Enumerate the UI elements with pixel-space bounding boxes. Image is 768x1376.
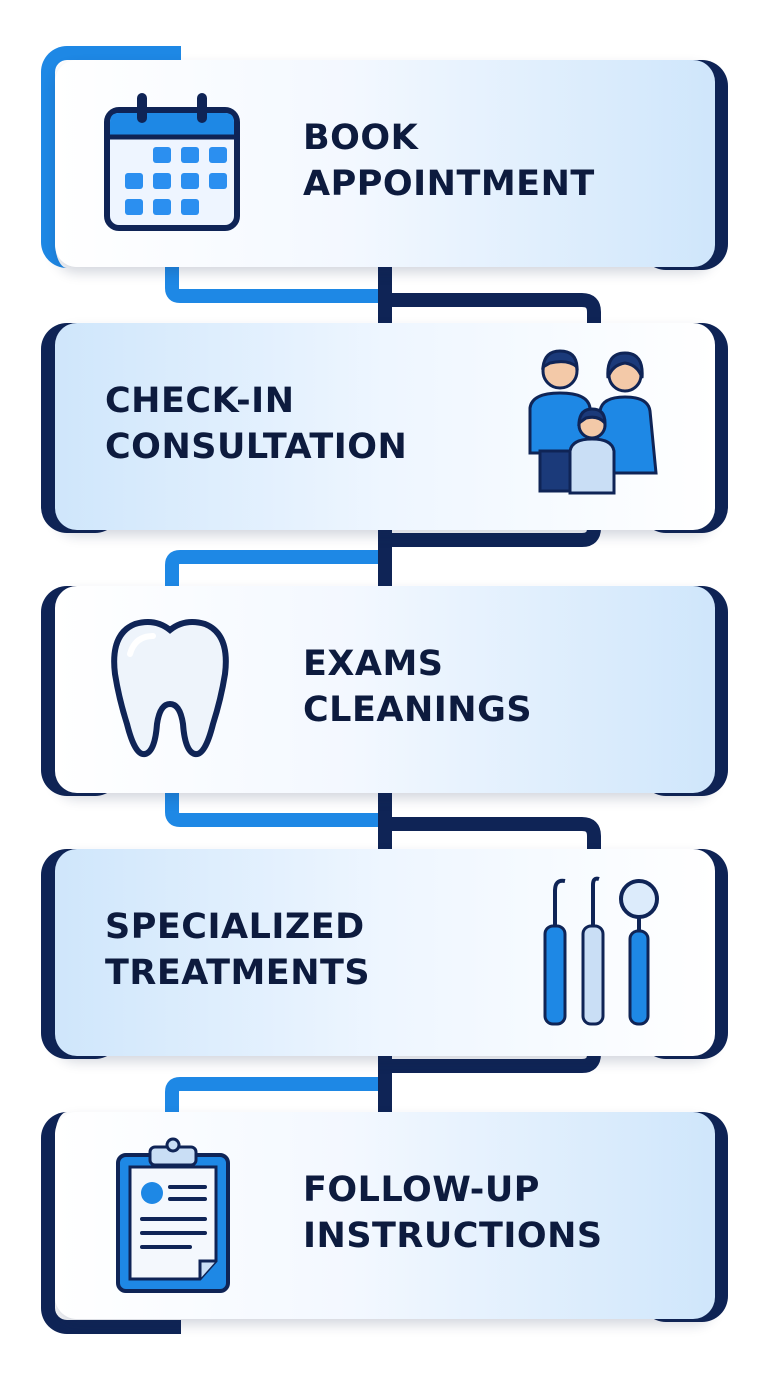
title-line-1: SPECIALIZED (105, 907, 365, 947)
title-line-2: TREATMENTS (105, 953, 371, 993)
calendar-icon (104, 93, 240, 231)
tooth-icon (111, 619, 229, 758)
step-card-book-appointment: BOOK APPOINTMENT (55, 60, 715, 267)
title-line-2: CONSULTATION (105, 427, 408, 467)
title-line-2: INSTRUCTIONS (303, 1216, 603, 1256)
title-line-1: FOLLOW-UP (303, 1170, 540, 1210)
dental-tools-icon (543, 876, 659, 1026)
step-card-follow-up-instructions: FOLLOW-UP INSTRUCTIONS (55, 1112, 715, 1319)
step-title: EXAMS CLEANINGS (303, 641, 532, 733)
step-title: SPECIALIZED TREATMENTS (105, 904, 370, 996)
connector-3-4 (165, 787, 601, 856)
connector-2-3 (165, 520, 601, 595)
title-line-2: APPOINTMENT (303, 164, 595, 204)
title-line-1: CHECK-IN (105, 381, 295, 421)
title-line-1: BOOK (303, 118, 419, 158)
connector-4-5 (165, 1046, 601, 1120)
step-card-check-in-consultation: CHECK-IN CONSULTATION (55, 323, 715, 530)
clipboard-icon (116, 1137, 230, 1293)
step-title: CHECK-IN CONSULTATION (105, 378, 407, 470)
frame-left-1 (41, 46, 181, 268)
family-icon (528, 349, 658, 495)
step-title: FOLLOW-UP INSTRUCTIONS (303, 1167, 603, 1259)
title-line-1: EXAMS (303, 644, 444, 684)
step-card-exams-cleanings: EXAMS CLEANINGS (55, 586, 715, 793)
connector-1-2 (165, 262, 601, 330)
step-title: BOOK APPOINTMENT (303, 115, 595, 207)
title-line-2: CLEANINGS (303, 690, 533, 730)
step-card-specialized-treatments: SPECIALIZED TREATMENTS (55, 849, 715, 1056)
frame-left-5 (41, 1112, 181, 1334)
